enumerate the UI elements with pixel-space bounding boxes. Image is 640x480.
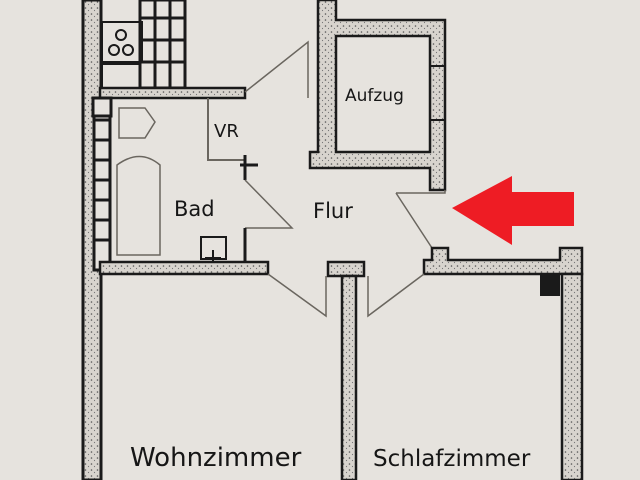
outer-wall-right <box>560 272 584 480</box>
elevator-shaft <box>308 0 447 192</box>
bad-left-wall <box>91 96 113 272</box>
room-label-bad: Bad <box>174 197 215 221</box>
vr-wall <box>207 98 245 161</box>
wall-divider <box>326 260 366 480</box>
bathtub-icon <box>116 155 161 256</box>
wall-bad-bottom <box>98 260 270 276</box>
valve-icon <box>240 155 258 180</box>
sink-icon <box>118 107 156 139</box>
door-swing-bad <box>244 179 294 229</box>
room-label-wohnzimmer: Wohnzimmer <box>130 443 302 473</box>
kitchen-tiles <box>138 0 187 90</box>
door-swing-wohnzimmer <box>267 273 327 318</box>
room-label-vr: VR <box>214 121 239 142</box>
wall-schlafzimmer-top <box>422 246 584 296</box>
door-swing-kitchen <box>244 40 309 98</box>
arrow-left-icon <box>452 176 574 245</box>
stove-icon <box>101 21 143 89</box>
wall-bad-top <box>98 86 247 100</box>
room-label-flur: Flur <box>313 199 353 223</box>
room-label-aufzug: Aufzug <box>345 86 404 106</box>
room-label-schlafzimmer: Schlafzimmer <box>373 446 531 472</box>
door-swing-schlafzimmer <box>367 273 425 318</box>
door-swing-entrance <box>395 192 433 249</box>
